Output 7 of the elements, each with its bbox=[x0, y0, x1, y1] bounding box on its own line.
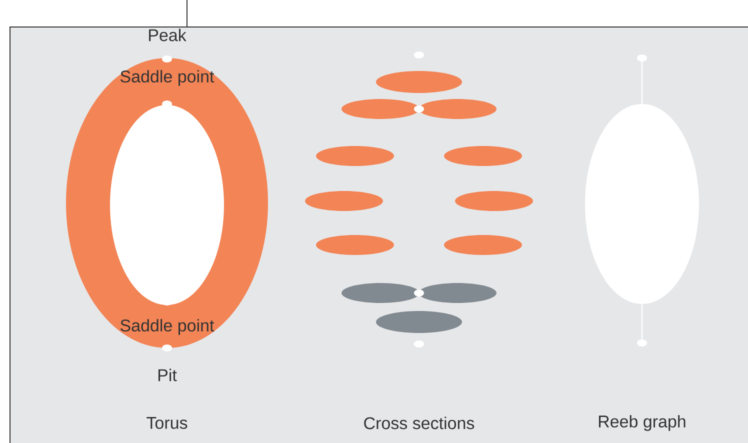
caption: Reeb graph bbox=[598, 415, 686, 431]
point-label: Saddle point bbox=[120, 70, 214, 86]
caption: Torus bbox=[146, 417, 188, 429]
point-label: Saddle point bbox=[120, 319, 214, 335]
point-label: Pit bbox=[158, 368, 177, 382]
point-label: Peak bbox=[149, 28, 186, 42]
caption: Cross sections bbox=[364, 416, 474, 430]
